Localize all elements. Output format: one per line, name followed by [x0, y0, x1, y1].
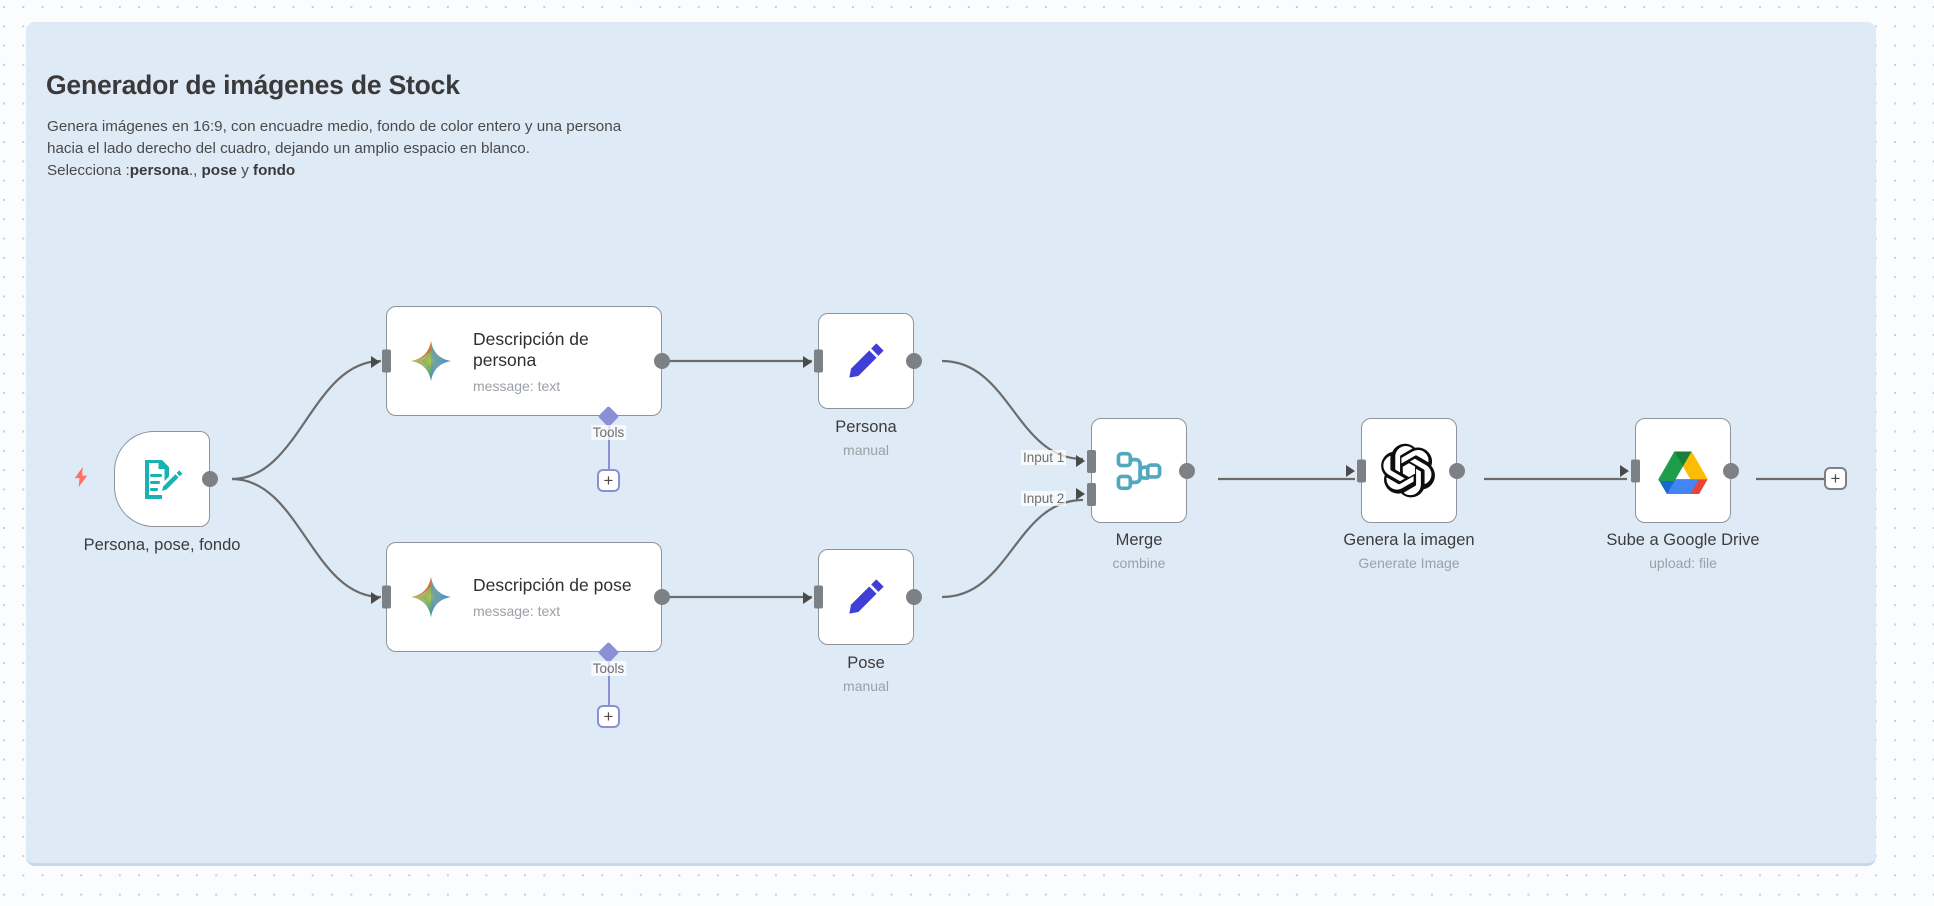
- form-edit-icon: [145, 460, 183, 499]
- arrow-in-sube-a-google-drive: [1620, 465, 1629, 477]
- node-sublabel-genera-la-imagen: Generate Image: [1358, 555, 1460, 571]
- node-sublabel-persona: manual: [843, 442, 889, 458]
- arrow-in-descripcion-pose: [371, 592, 380, 604]
- sticky-note-body: Genera imágenes en 16:9, con encuadre me…: [47, 116, 621, 183]
- add-node-button-end[interactable]: +: [1824, 467, 1847, 490]
- merge-icon: [1116, 451, 1162, 490]
- node-label-persona: Persona: [835, 418, 897, 436]
- node-text-descripcion-pose: Descripción de pose message: text: [473, 575, 632, 619]
- arrow-in-pose: [803, 592, 812, 604]
- sticky-note-line-3: Selecciona :persona., pose y fondo: [47, 160, 621, 182]
- node-genera-la-imagen[interactable]: Genera la imagen Generate Image: [1343, 418, 1475, 571]
- line3-bold-fondo: fondo: [253, 162, 296, 180]
- tools-line: [607, 659, 610, 707]
- arrow-in-genera-la-imagen: [1346, 465, 1355, 477]
- edge-label-input-1: Input 1: [1021, 450, 1067, 465]
- arrow-in-persona: [803, 356, 812, 368]
- node-sublabel-sube-a-google-drive: upload: file: [1649, 555, 1717, 571]
- port-out-pose[interactable]: [906, 589, 922, 605]
- node-text-descripcion-persona: Descripción de persona message: text: [473, 329, 643, 394]
- node-sub-descripcion-pose: message: text: [473, 602, 561, 619]
- gemini-sparkle-icon: [410, 576, 452, 618]
- port-out-merge[interactable]: [1179, 462, 1195, 479]
- node-trigger-form[interactable]: Persona, pose, fondo: [84, 431, 240, 554]
- node-descripcion-persona[interactable]: Descripción de persona message: text: [371, 306, 670, 416]
- node-label-merge: Merge: [1115, 531, 1163, 549]
- node-title-descripcion-persona: Descripción de persona: [473, 328, 589, 371]
- port-out-sube-a-google-drive[interactable]: [1723, 462, 1739, 479]
- port-in-pose[interactable]: [814, 585, 823, 609]
- sticky-note-title: Generador de imágenes de Stock: [46, 70, 460, 100]
- sticky-note-line-2: hacia el lado derecho del cuadro, dejand…: [47, 140, 530, 158]
- node-descripcion-pose[interactable]: Descripción de pose message: text: [371, 542, 670, 652]
- node-persona[interactable]: Persona manual: [803, 313, 922, 458]
- node-label-sube-a-google-drive: Sube a Google Drive: [1606, 531, 1760, 549]
- google-drive-icon: [1658, 451, 1708, 494]
- arrow-in-descripcion-persona: [371, 356, 380, 368]
- node-label-genera-la-imagen: Genera la imagen: [1343, 531, 1475, 549]
- port-in-genera-la-imagen[interactable]: [1357, 459, 1366, 482]
- arrow-in-merge-1: [1076, 455, 1085, 467]
- line3-bold-pose: pose: [201, 162, 237, 180]
- node-pose[interactable]: Pose manual: [803, 549, 922, 694]
- node-label-trigger: Persona, pose, fondo: [83, 536, 241, 554]
- line3-mid-1: .,: [188, 162, 198, 180]
- port-in-descripcion-persona[interactable]: [382, 349, 391, 373]
- sticky-note-line-1: Genera imágenes en 16:9, con encuadre me…: [47, 118, 622, 135]
- port-out-descripcion-persona[interactable]: [654, 353, 670, 369]
- port-out-descripcion-pose[interactable]: [654, 589, 670, 605]
- node-sube-a-google-drive[interactable]: Sube a Google Drive upload: file: [1606, 418, 1760, 571]
- port-in-merge-2[interactable]: [1087, 483, 1096, 506]
- pencil-icon: [849, 579, 884, 614]
- line3-prefix: Selecciona :: [47, 162, 130, 180]
- port-out-genera-la-imagen[interactable]: [1449, 462, 1465, 479]
- line3-bold-persona: persona: [129, 162, 189, 180]
- node-label-pose: Pose: [847, 654, 885, 672]
- add-tool-button-persona[interactable]: +: [597, 469, 620, 492]
- openai-icon: [1381, 443, 1435, 497]
- port-out-trigger[interactable]: [202, 471, 218, 487]
- sticky-note[interactable]: Generador de imágenes de Stock Genera im…: [26, 22, 1876, 866]
- port-in-persona[interactable]: [814, 349, 823, 373]
- tools-label-pose: Tools: [590, 661, 627, 676]
- lightning-bolt-icon: [70, 464, 92, 490]
- node-sub-descripcion-persona: message: text: [473, 377, 561, 394]
- pencil-icon: [849, 343, 884, 378]
- port-in-descripcion-pose[interactable]: [382, 585, 391, 609]
- node-sublabel-pose: manual: [843, 678, 889, 694]
- arrow-in-merge-2: [1076, 488, 1085, 500]
- node-sublabel-merge: combine: [1112, 555, 1166, 571]
- gemini-sparkle-icon: [410, 340, 452, 382]
- port-in-sube-a-google-drive[interactable]: [1631, 459, 1640, 482]
- add-tool-button-pose[interactable]: +: [597, 705, 620, 728]
- port-out-persona[interactable]: [906, 353, 922, 369]
- node-merge[interactable]: Merge combine: [1076, 418, 1195, 571]
- tools-label-persona: Tools: [590, 425, 627, 440]
- port-in-merge-1[interactable]: [1087, 450, 1096, 473]
- node-title-descripcion-pose: Descripción de pose: [473, 575, 632, 596]
- tools-line: [607, 423, 610, 471]
- edge-label-input-2: Input 2: [1021, 491, 1067, 506]
- line3-mid-2: y: [236, 162, 254, 180]
